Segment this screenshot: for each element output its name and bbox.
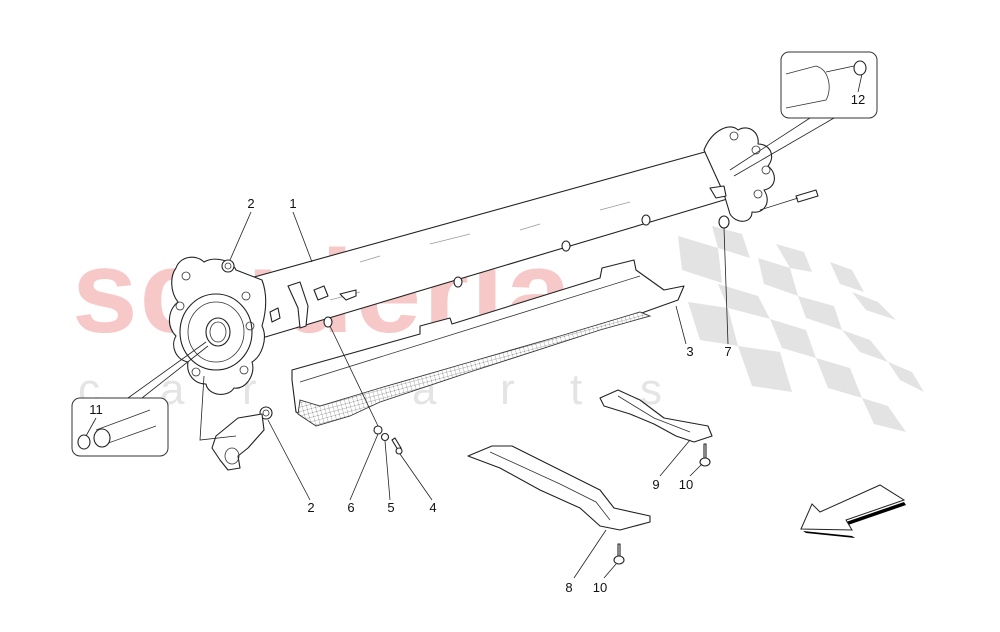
checkered-flag-watermark [678,226,924,432]
part-5-washer[interactable] [380,432,390,442]
fastener-set-4-5-6[interactable] [373,425,403,455]
callout-10[interactable]: 10 [592,580,608,595]
callout-5[interactable]: 5 [387,500,395,515]
svg-text:s: s [640,365,662,414]
part-1-transmission-tube[interactable] [168,126,819,395]
part-2-nut-bottom[interactable] [259,406,273,420]
clip-bracket [287,281,309,329]
callout-8[interactable]: 8 [565,580,573,595]
callout-2[interactable]: 2 [307,500,315,515]
svg-text:r: r [500,365,515,414]
callout-12[interactable]: 12 [850,92,866,107]
callout-2[interactable]: 2 [247,196,255,211]
direction-arrow [800,484,906,538]
callout-1[interactable]: 1 [289,196,297,211]
callout-4[interactable]: 4 [429,500,437,515]
callout-11[interactable]: 11 [89,402,103,417]
callout-9[interactable]: 9 [652,477,660,492]
rear-flange [703,126,819,222]
stud [795,189,819,203]
part-6-washer[interactable] [373,425,383,435]
part-7-nut[interactable] [718,215,730,229]
part-4-bolt[interactable] [391,437,402,451]
svg-text:t: t [570,365,582,414]
front-mount-bracket[interactable] [199,375,265,471]
part-10-screw-upper[interactable] [699,443,711,467]
inset-12-detail [729,51,878,177]
callout-6[interactable]: 6 [347,500,355,515]
part-3-heat-shield[interactable] [291,259,685,427]
part-10-screw-lower[interactable] [613,543,625,565]
inset-11-detail [71,341,209,457]
front-flange [168,256,267,395]
callout-7[interactable]: 7 [724,344,732,359]
leader-lines [85,73,863,579]
part-8-crossmember[interactable] [467,445,651,531]
callout-3[interactable]: 3 [686,344,694,359]
part-9-support-bracket[interactable] [599,389,713,443]
callout-10[interactable]: 10 [678,477,694,492]
part-2-nut-top[interactable] [221,259,235,273]
